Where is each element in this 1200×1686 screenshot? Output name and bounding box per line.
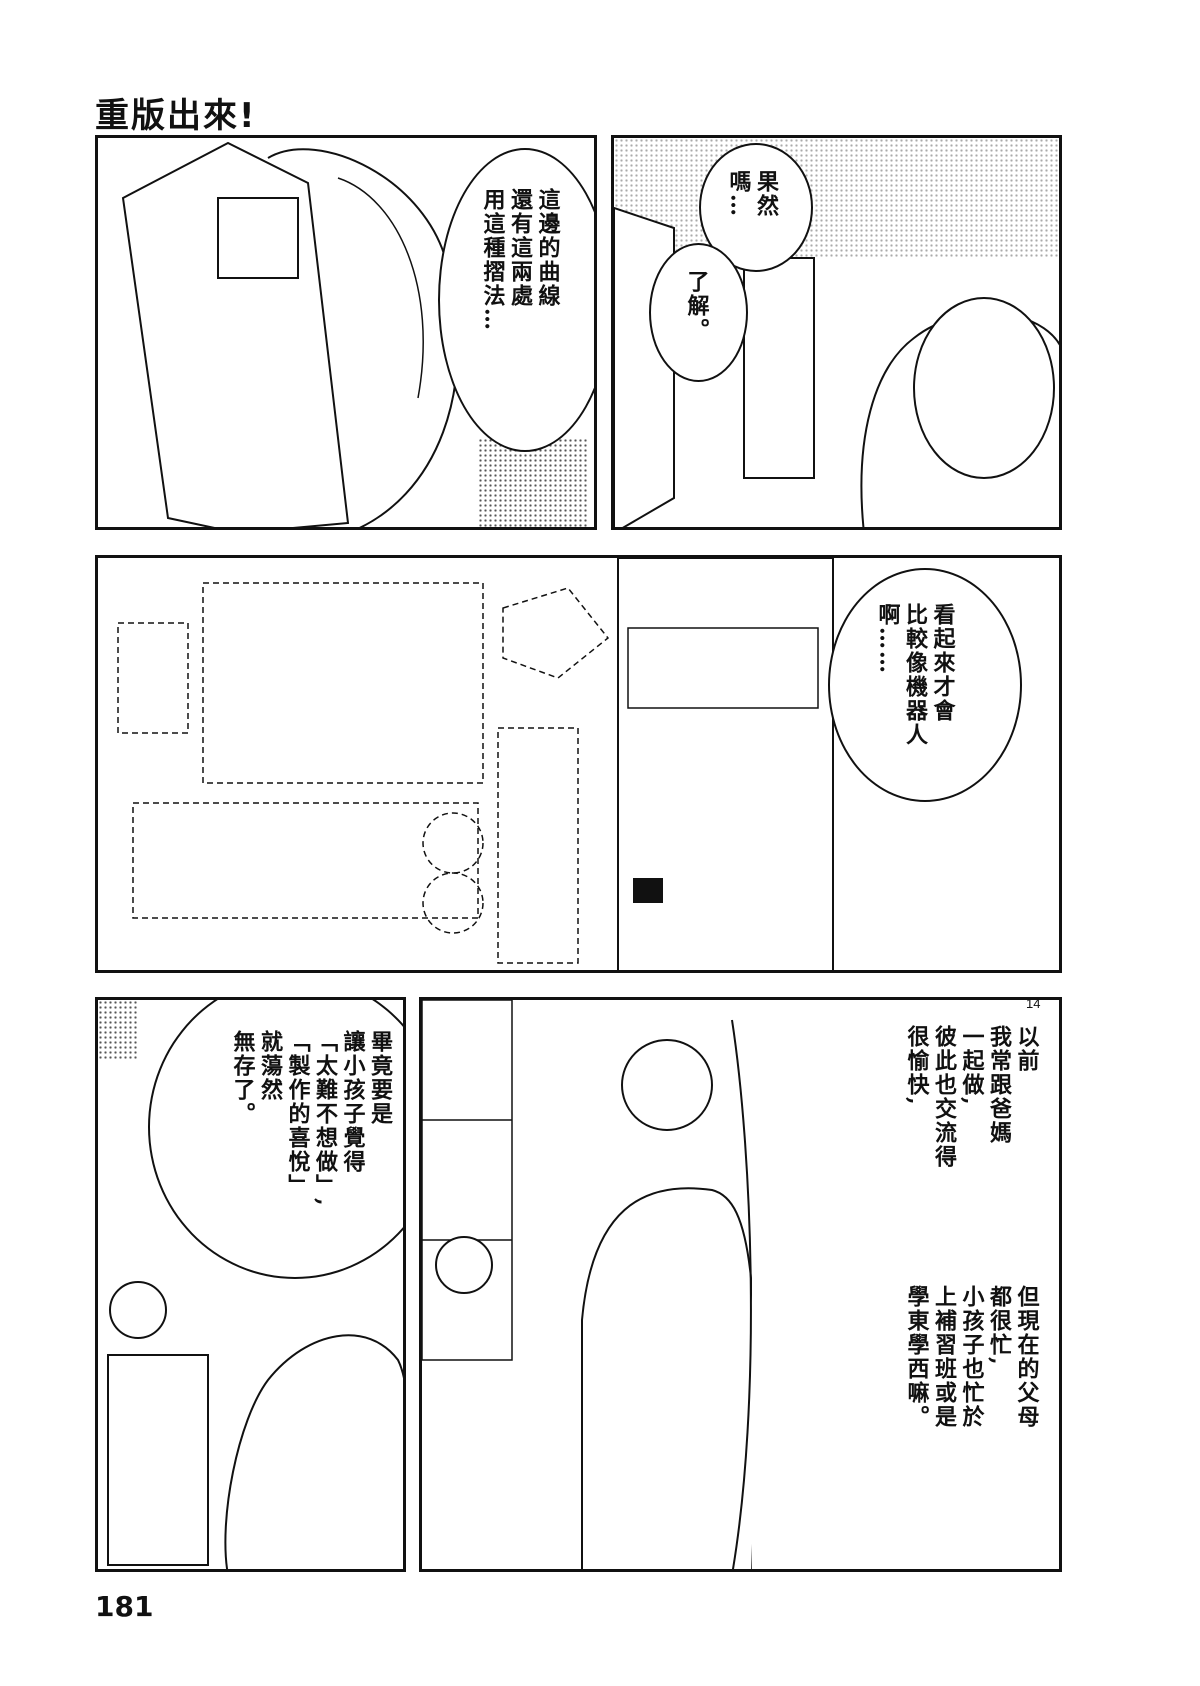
panel-hand-folding: 這邊的曲線 還有這兩處 用這種摺法… xyxy=(95,135,597,530)
panel-index-number: 14 xyxy=(1026,996,1041,1011)
panel-old-man-desk: 果然 嗎… 了解。 xyxy=(611,135,1062,530)
papercraft-template-illustration xyxy=(117,558,834,970)
speech-text-a: 以前 我常跟爸媽 一起做, 彼此也交流得 很愉快, xyxy=(903,1025,1040,1169)
speech-text: 這邊的曲線 還有這兩處 用這種摺法… xyxy=(479,188,561,332)
speech-text-a: 果然 嗎… xyxy=(725,170,780,218)
panel-man-bookshelf: 以前 我常跟爸媽 一起做, 彼此也交流得 很愉快, 但現在的父母 都很忙, 小孩… xyxy=(419,997,1062,1572)
speech-bubble-b xyxy=(649,243,748,382)
woman-and-monitor-illustration xyxy=(107,1281,403,1569)
man-and-bookshelf-illustration xyxy=(422,1000,757,1569)
thought-bubble xyxy=(438,148,594,452)
page-number: 181 xyxy=(95,1590,154,1623)
speech-bubble xyxy=(828,568,1022,802)
speech-bubble xyxy=(148,1000,403,1279)
speech-text: 畢竟要是 讓小孩子覺得 「太難不想做」, 「製作的喜悅」 就蕩然 無存了。 xyxy=(229,1030,394,1208)
panel-woman-monitor: 畢竟要是 讓小孩子覺得 「太難不想做」, 「製作的喜悅」 就蕩然 無存了。 xyxy=(95,997,406,1572)
speech-text-b: 但現在的父母 都很忙, 小孩子也忙於 上補習班或是 學東學西嘛。 xyxy=(903,1285,1040,1429)
hand-with-paper-model-illustration xyxy=(121,141,459,527)
panel-paper-template: 看起來才會 比較像機器人 啊…… xyxy=(95,555,1062,973)
speech-text-b: 了解。 xyxy=(683,270,710,342)
manga-title: 重版出來! xyxy=(95,96,257,136)
speech-text: 看起來才會 比較像機器人 啊…… xyxy=(874,603,956,747)
